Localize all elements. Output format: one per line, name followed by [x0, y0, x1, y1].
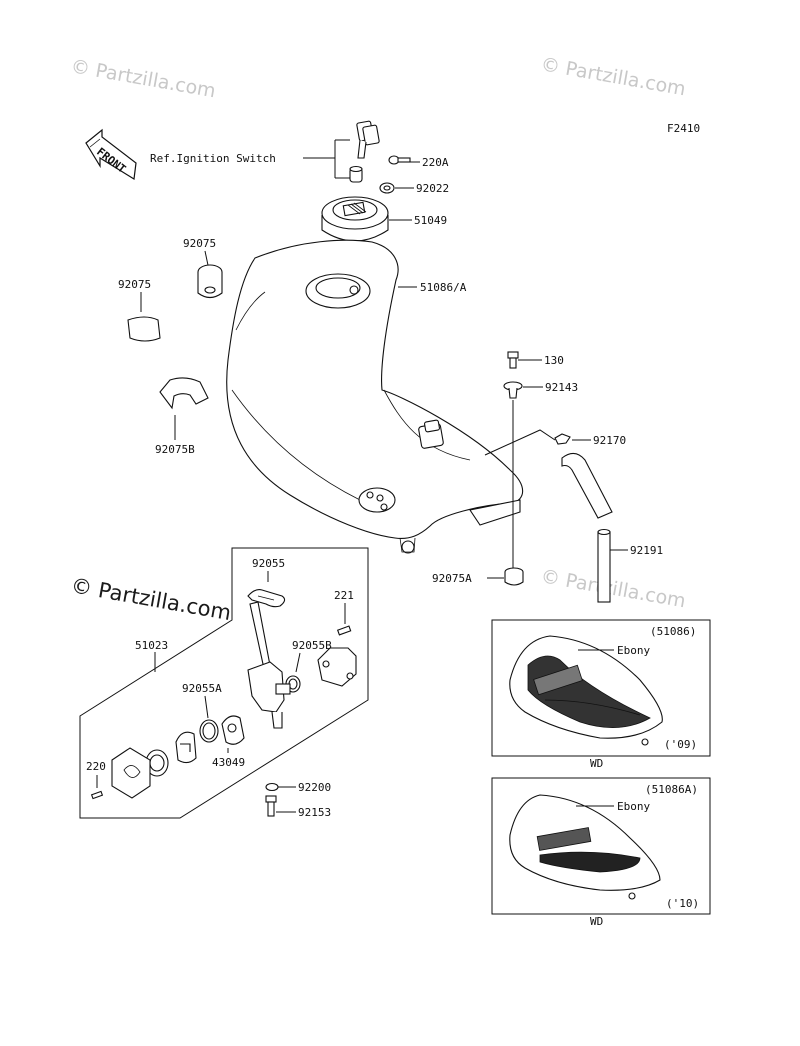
- part-92022: 92022: [416, 182, 449, 195]
- clip-92170-icon: [554, 433, 571, 445]
- inset-2010-code: (51086A): [645, 783, 698, 796]
- ignition-key-icon: [356, 120, 380, 159]
- part-221: 221: [334, 589, 354, 602]
- part-92170: 92170: [593, 434, 626, 447]
- inset-2009-frame: [491, 619, 711, 757]
- fuel-cock-assembly-box: [79, 547, 369, 819]
- key-cylinder-icon: [349, 165, 363, 183]
- damper-92075-left-icon: [127, 316, 161, 342]
- washer-92022-icon: [379, 182, 395, 194]
- screw-220a-icon: [388, 155, 411, 165]
- hose-92191-upper-icon: [561, 452, 613, 519]
- washer-icon: [145, 749, 169, 777]
- inset-2009-caption: WD: [590, 757, 603, 770]
- part-51049: 51049: [414, 214, 447, 227]
- part-92143: 92143: [545, 381, 578, 394]
- gasket-92055-icon: [247, 589, 286, 608]
- part-43049: 43049: [212, 756, 245, 769]
- bolt-92153-icon: [265, 795, 277, 817]
- watermark-top-right: © Partzilla.com: [539, 53, 687, 100]
- plate-icon: [111, 747, 151, 799]
- part-92055a: 92055A: [182, 682, 222, 695]
- watermark-top-left: © Partzilla.com: [69, 55, 217, 102]
- hose-92191-lower-icon: [597, 528, 611, 603]
- inset-2009-code: (51086): [650, 625, 696, 638]
- part-92153: 92153: [298, 806, 331, 819]
- part-92075b: 92075B: [155, 443, 195, 456]
- collar-92143-icon: [503, 381, 523, 399]
- front-arrow-icon: FRONT: [85, 128, 137, 181]
- part-130: 130: [544, 354, 564, 367]
- tank-2009-icon: [509, 635, 663, 746]
- watermark-middle-left: © Partzilla.com: [69, 573, 233, 625]
- screw-221-icon: [336, 625, 352, 636]
- seal-icon: [175, 731, 197, 764]
- damper-92075-top-icon: [197, 264, 223, 299]
- part-92075-left: 92075: [118, 278, 151, 291]
- cock-cover-icon: [317, 647, 357, 687]
- inset-2009-year: ('09): [664, 738, 697, 751]
- part-51086a: 51086/A: [420, 281, 467, 294]
- watermark-middle-right: © Partzilla.com: [539, 565, 687, 612]
- ref-ignition-label: Ref.Ignition Switch: [150, 152, 276, 165]
- part-220: 220: [86, 760, 106, 773]
- part-92191: 92191: [630, 544, 663, 557]
- inset-2009-color: Ebony: [617, 644, 650, 657]
- fuel-tank-icon: [226, 239, 524, 554]
- part-220a: 220A: [422, 156, 449, 169]
- inset-2010-caption: WD: [590, 915, 603, 928]
- part-92055b: 92055B: [292, 639, 332, 652]
- inset-2010-frame: [491, 777, 711, 915]
- fuel-cap-icon: [321, 196, 389, 242]
- screw-220-icon: [90, 790, 104, 800]
- damper-92075b-icon: [159, 377, 209, 410]
- o-ring-92055a-icon: [199, 719, 219, 743]
- inset-2010-color: Ebony: [617, 800, 650, 813]
- inset-2010-year: ('10): [666, 897, 699, 910]
- fuel-cock-body-icon: [247, 601, 291, 729]
- part-92055: 92055: [252, 557, 285, 570]
- lever-43049-icon: [221, 715, 245, 745]
- part-51023: 51023: [135, 639, 168, 652]
- washer-92200-icon: [265, 782, 279, 792]
- part-92200: 92200: [298, 781, 331, 794]
- figure-code: F2410: [667, 122, 700, 135]
- tank-2010-icon: [509, 794, 661, 900]
- bolt-130-icon: [507, 351, 519, 369]
- part-92075-top: 92075: [183, 237, 216, 250]
- grommet-92075a-icon: [504, 567, 524, 586]
- part-92075a: 92075A: [432, 572, 472, 585]
